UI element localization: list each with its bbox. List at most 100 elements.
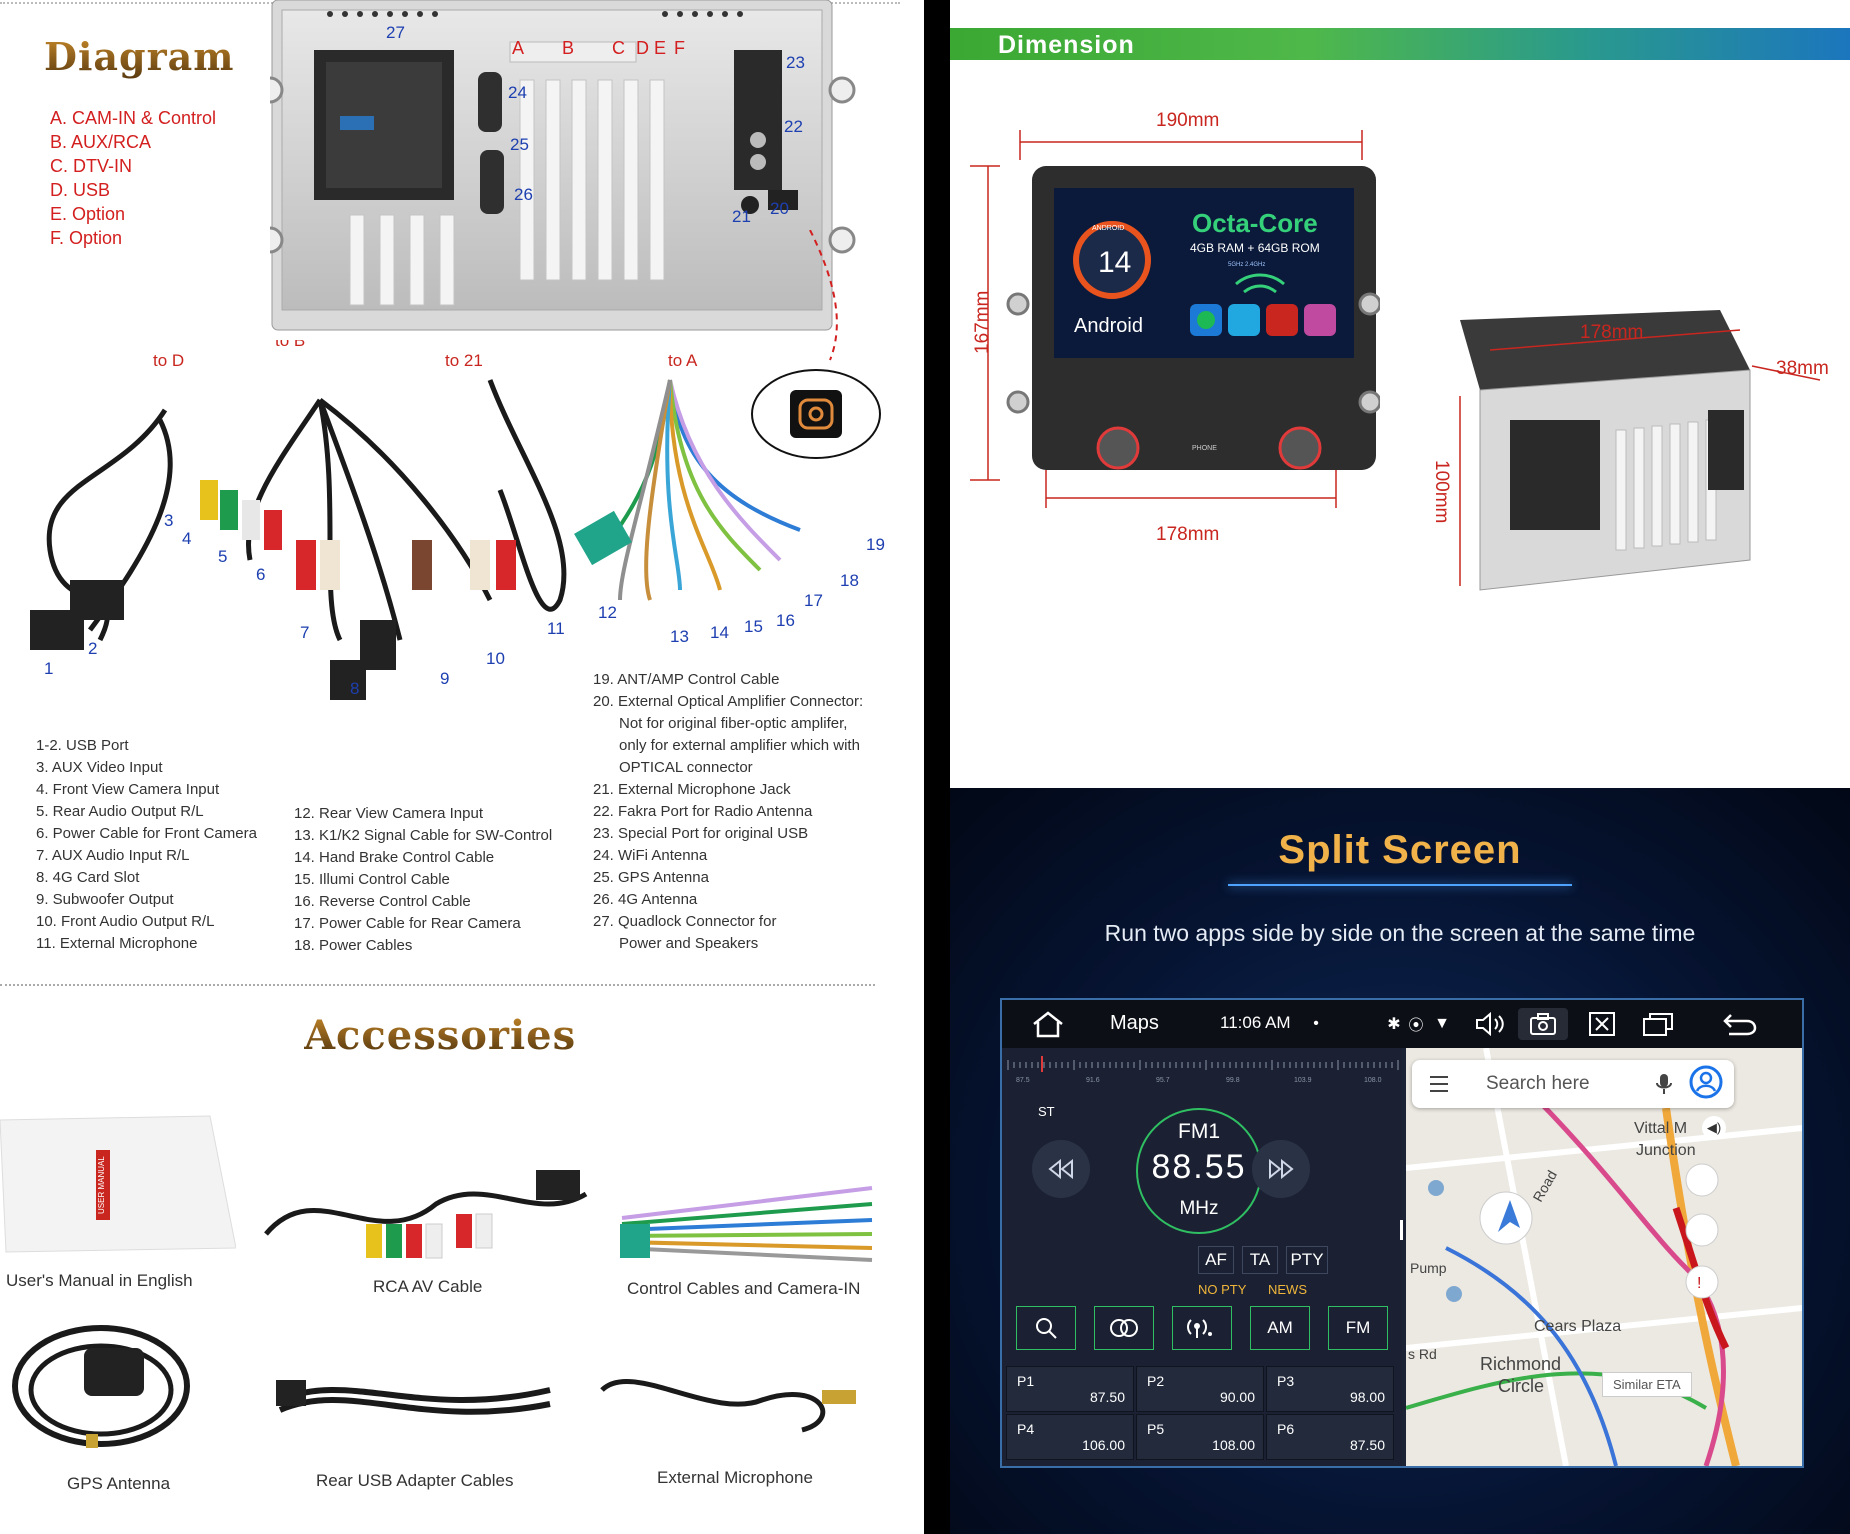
frequency-display: FM1 88.55 MHz <box>1136 1108 1262 1234</box>
search-icon <box>1036 1318 1057 1339</box>
rear-number: 22 <box>784 117 803 136</box>
ta-toggle[interactable]: TA <box>1242 1246 1278 1274</box>
scale-tick: 95.7 <box>1156 1077 1170 1084</box>
maps-app[interactable]: ! Search here Vittal M ◀) Junction Road … <box>1406 1048 1802 1466</box>
rear-number: 26 <box>514 185 533 204</box>
bluetooth-icon: ✱ <box>1387 1016 1401 1033</box>
pty-toggle[interactable]: PTY <box>1286 1246 1328 1274</box>
status-time: 11:06 AM <box>1220 1013 1291 1032</box>
scale-tick: 108.0 <box>1364 1077 1382 1084</box>
user-manual-image: USER MANUAL <box>0 1115 236 1253</box>
volume-icon[interactable] <box>1470 1008 1510 1040</box>
wifi-icon: ▼ <box>1434 1015 1450 1032</box>
account-icon[interactable] <box>1688 1064 1724 1100</box>
back-icon[interactable] <box>1718 1008 1762 1040</box>
cable-number: 15 <box>744 617 763 636</box>
screenshot-icon[interactable] <box>1518 1008 1568 1040</box>
cable-number: 16 <box>776 611 795 630</box>
android-label: Android <box>1074 315 1143 337</box>
rear-unit-illustration: 178mm 38mm 100mm <box>1431 310 1829 591</box>
stereo-icon <box>1110 1319 1138 1337</box>
list-item: 8. 4G Card Slot <box>36 869 140 886</box>
accessories-title: Accessories <box>304 1012 577 1059</box>
similar-eta-chip[interactable]: Similar ETA <box>1602 1372 1692 1397</box>
dim-rear-depth: 38mm <box>1776 358 1829 379</box>
am-button[interactable]: AM <box>1250 1306 1310 1350</box>
local-distance-button[interactable] <box>1172 1306 1232 1350</box>
rear-number: 27 <box>386 23 405 42</box>
to-21-label: to 21 <box>445 351 483 370</box>
list-item: 7. AUX Audio Input R/L <box>36 847 190 864</box>
close-window-icon[interactable] <box>1582 1008 1622 1040</box>
cable-number: 11 <box>547 619 565 638</box>
cable-number: 4 <box>182 529 191 548</box>
split-screen-subtitle: Run two apps side by side on the screen … <box>1104 920 1696 946</box>
dim-rear-height: 100mm <box>1431 460 1452 523</box>
rear-letter: D <box>636 38 649 58</box>
split-divider-handle[interactable] <box>1400 1220 1403 1240</box>
dim-rear-width: 178mm <box>1580 322 1643 343</box>
list-item: 3. AUX Video Input <box>36 759 163 776</box>
status-dot: • <box>1313 1015 1319 1032</box>
accessory-label: RCA AV Cable <box>373 1277 483 1296</box>
dimension-panel: Dimension 14 ANDROID Android Octa-Core 4… <box>950 0 1850 788</box>
recent-apps-icon[interactable] <box>1638 1008 1678 1040</box>
location-icon: ⦿ <box>1408 1016 1424 1034</box>
map-search-box[interactable]: Search here <box>1412 1060 1734 1108</box>
legend-item: F. Option <box>50 228 123 248</box>
list-item: 4. Front View Camera Input <box>36 781 220 798</box>
list-item: 14. Hand Brake Control Cable <box>294 849 495 866</box>
scale-tick: 87.5 <box>1016 1077 1030 1084</box>
cables-illustration: to D to B to 21 to A 1 2 3 4 5 6 7 8 9 1… <box>30 340 885 700</box>
fm-button[interactable]: FM <box>1328 1306 1388 1350</box>
rca-cable-image <box>264 1170 588 1259</box>
map-canvas[interactable]: ! <box>1406 1048 1802 1466</box>
section-divider <box>0 984 875 986</box>
list-item-cont: Power and Speakers <box>619 935 759 952</box>
column-divider <box>924 0 950 1534</box>
cable-number: 10 <box>486 649 505 668</box>
list-item: 26. 4G Antenna <box>593 891 698 908</box>
legend-item: B. AUX/RCA <box>50 132 152 152</box>
octa-core-headline: Octa-Core <box>1192 208 1318 238</box>
rear-number: 20 <box>770 199 789 218</box>
head-unit-screen: Maps 11:06 AM • ✱ ⦿ ▼ <box>1000 998 1804 1468</box>
list-item: 6. Power Cable for Front Camera <box>36 825 257 842</box>
gps-antenna-image <box>12 1325 190 1448</box>
sound-icon[interactable]: ◀) <box>1702 1116 1726 1140</box>
wifi-note: 5GHz 2.4GHz <box>1228 262 1265 268</box>
map-label: Cears Plaza <box>1534 1318 1622 1335</box>
af-toggle[interactable]: AF <box>1198 1246 1234 1274</box>
to-b-label: to B <box>275 340 305 350</box>
cable-number: 1 <box>44 659 53 678</box>
seek-forward-button[interactable] <box>1252 1140 1310 1198</box>
home-icon[interactable] <box>1028 1008 1068 1040</box>
antenna-icon <box>1187 1319 1212 1338</box>
search-button[interactable] <box>1016 1306 1076 1350</box>
dim-width-bottom: 178mm <box>1156 524 1219 540</box>
seek-back-button[interactable] <box>1032 1140 1090 1198</box>
android-version: 14 <box>1098 246 1131 279</box>
phone-label: PHONE <box>1192 445 1217 452</box>
cable-number: 12 <box>598 603 617 622</box>
cable-number: 17 <box>804 591 823 610</box>
rear-usb-cables-image <box>276 1380 551 1415</box>
diagram-title: Diagram <box>44 34 235 79</box>
map-label: Circle <box>1498 1376 1545 1396</box>
stereo-button[interactable] <box>1094 1306 1154 1350</box>
frequency-unit: MHz <box>1179 1198 1219 1219</box>
manual-cover-text: USER MANUAL <box>97 1156 106 1214</box>
cable-number: 6 <box>256 565 265 584</box>
frequency-value: 88.55 <box>1151 1148 1247 1186</box>
android-badge: ANDROID <box>1092 225 1124 232</box>
frequency-scale[interactable]: 87.5 91.6 95.7 99.8 103.9 108.0 <box>1002 1048 1402 1092</box>
pty-type: NEWS <box>1268 1282 1307 1297</box>
map-label: Vittal M <box>1634 1120 1688 1137</box>
